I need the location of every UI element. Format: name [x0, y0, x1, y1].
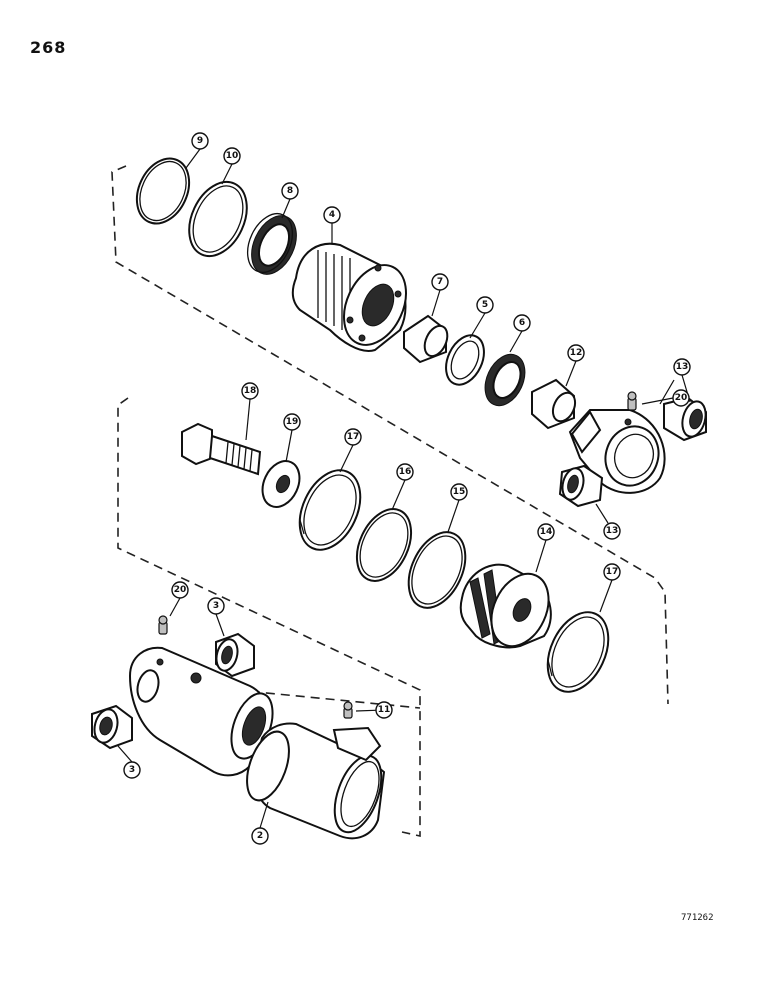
leader-lines: [117, 148, 691, 829]
callout-13-upper: 13: [673, 358, 691, 376]
part-10-backup-ring: [188, 180, 248, 258]
callout-16-label: 16: [399, 467, 412, 477]
callout-5-label: 5: [482, 300, 488, 310]
part-7-bushing: [403, 314, 449, 364]
part-19-washer: [261, 460, 301, 508]
callout-3-lower-label: 3: [129, 765, 135, 775]
part-4-gland: [291, 242, 407, 352]
part-15-seal-ring: [407, 531, 467, 609]
callout-13-upper-label: 13: [676, 362, 689, 372]
part-13-bushing-upper: [663, 396, 707, 442]
callout-8-label: 8: [287, 186, 293, 196]
callout-19: 19: [283, 413, 301, 431]
part-18-bolt: [181, 422, 262, 476]
part-17-wear-ring-upper: [298, 469, 362, 551]
callout-3-lower: 3: [123, 761, 141, 779]
part-14-piston: [459, 563, 552, 649]
callout-14-label: 14: [540, 527, 553, 537]
dashed-group-upper: [111, 165, 669, 705]
callout-15-label: 15: [453, 487, 466, 497]
part-3-bushing-upper: [215, 632, 255, 678]
callout-6: 6: [513, 314, 531, 332]
callout-20-lower: 20: [171, 581, 189, 599]
callout-19-label: 19: [286, 417, 299, 427]
part-6-seal: [484, 353, 526, 407]
callout-18: 18: [241, 382, 259, 400]
callout-17-lower-label: 17: [606, 567, 619, 577]
callout-3-upper: 3: [207, 597, 225, 615]
callout-12-label: 12: [570, 348, 583, 358]
part-11-fitting: [343, 701, 353, 719]
callout-18-label: 18: [244, 386, 257, 396]
page-number: 268: [30, 38, 67, 57]
part-12-pin-bushing: [531, 378, 577, 430]
callout-9: 9: [191, 132, 209, 150]
figure-id: 771262: [681, 913, 714, 923]
callout-3-upper-label: 3: [213, 601, 219, 611]
callout-16: 16: [396, 463, 414, 481]
part-8-wiper-seal: [246, 213, 297, 275]
callout-17-lower: 17: [603, 563, 621, 581]
part-3-bushing-lower: [91, 704, 133, 750]
callout-11-label: 11: [378, 705, 391, 715]
callout-13-lower-label: 13: [606, 526, 619, 536]
part-2-tube: [246, 722, 386, 840]
part-20-grease-fitting-upper: [627, 391, 637, 411]
callout-4-label: 4: [329, 210, 335, 220]
callout-15: 15: [450, 483, 468, 501]
callout-20-upper-label: 20: [675, 393, 688, 403]
part-9-snap-ring: [135, 157, 191, 225]
callout-4: 4: [323, 206, 341, 224]
callout-11: 11: [375, 701, 393, 719]
callout-13-lower: 13: [603, 522, 621, 540]
callout-10-label: 10: [226, 151, 239, 161]
dashed-group-middle: [117, 397, 421, 837]
callout-20-upper: 20: [672, 389, 690, 407]
callout-8: 8: [281, 182, 299, 200]
callout-14: 14: [537, 523, 555, 541]
callout-20-lower-label: 20: [174, 585, 187, 595]
callout-6-label: 6: [519, 318, 525, 328]
callout-17-upper: 17: [344, 428, 362, 446]
callout-7: 7: [431, 273, 449, 291]
callout-2-label: 2: [257, 831, 263, 841]
callout-5: 5: [476, 296, 494, 314]
part-16-seal-ring: [355, 508, 413, 582]
part-17-wear-ring-lower: [546, 611, 610, 693]
part-20-grease-fitting-lower: [158, 615, 168, 635]
callout-10: 10: [223, 147, 241, 165]
callout-17-upper-label: 17: [347, 432, 360, 442]
callout-9-label: 9: [197, 136, 203, 146]
part-13-bushing-lower: [558, 464, 604, 508]
part-5-ring: [445, 334, 485, 386]
callout-12: 12: [567, 344, 585, 362]
callout-2: 2: [251, 827, 269, 845]
callout-7-label: 7: [437, 277, 443, 287]
